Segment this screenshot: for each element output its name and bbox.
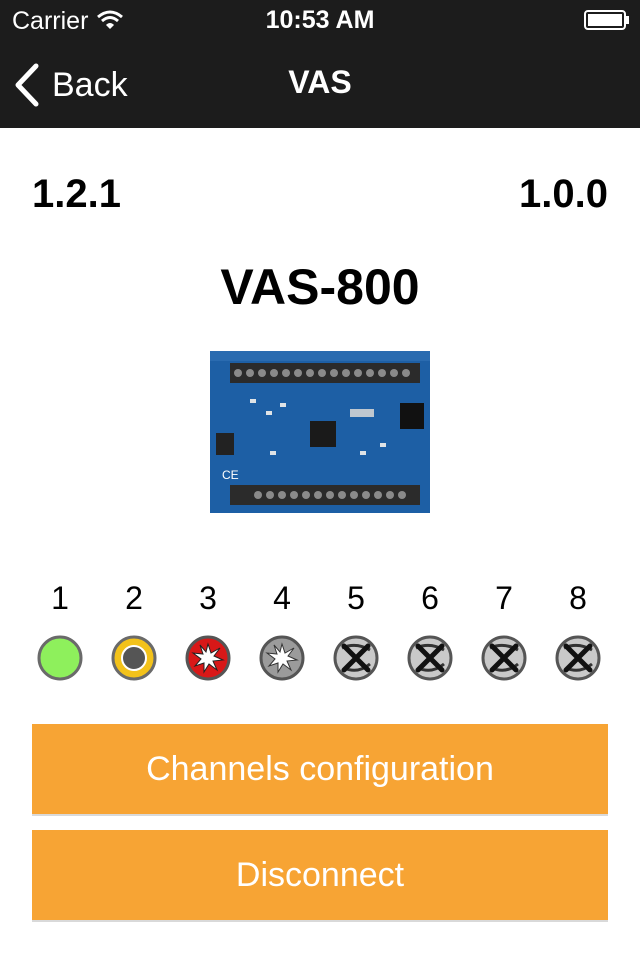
channel-1[interactable]: 1	[30, 578, 90, 682]
channel-number: 3	[199, 580, 217, 616]
device-board-image: CE	[210, 351, 430, 513]
channel-number: 8	[569, 580, 587, 616]
wifi-icon	[97, 10, 123, 29]
channel-number: 6	[421, 580, 439, 616]
channel-number: 5	[347, 580, 365, 616]
disconnect-button[interactable]: Disconnect	[32, 830, 608, 922]
channel-status-row: 1 2 3 4 5 6	[0, 578, 640, 688]
channel-6[interactable]: 6	[400, 578, 460, 682]
back-button[interactable]: Back	[14, 60, 128, 110]
channel-number: 2	[125, 580, 143, 616]
channel-7[interactable]: 7	[474, 578, 534, 682]
tamper-burst-icon	[259, 635, 305, 681]
status-warning-icon	[111, 635, 157, 681]
version-left: 1.2.1	[32, 172, 121, 216]
device-title: VAS-800	[220, 259, 420, 315]
status-ok-icon	[37, 635, 83, 681]
chevron-left-icon	[15, 63, 39, 107]
carrier-label: Carrier	[12, 7, 89, 35]
channel-8[interactable]: 8	[548, 578, 608, 682]
disabled-channel-icon	[333, 635, 379, 681]
version-right: 1.0.0	[519, 172, 608, 216]
channel-4[interactable]: 4	[252, 578, 312, 682]
channel-number: 4	[273, 580, 291, 616]
channel-2[interactable]: 2	[104, 578, 164, 682]
battery-icon	[584, 10, 629, 30]
disabled-channel-icon	[407, 635, 453, 681]
disabled-channel-icon	[481, 635, 527, 681]
svg-text:CE: CE	[222, 468, 239, 482]
channel-3[interactable]: 3	[178, 578, 238, 682]
navigation-bar: Back VAS	[0, 40, 640, 128]
clock: 10:53 AM	[265, 6, 375, 34]
channel-number: 7	[495, 580, 513, 616]
alarm-burst-icon	[185, 635, 231, 681]
back-label: Back	[52, 65, 128, 104]
status-bar: Carrier 10:53 AM	[0, 0, 640, 40]
channel-5[interactable]: 5	[326, 578, 386, 682]
disabled-channel-icon	[555, 635, 601, 681]
channel-number: 1	[51, 580, 69, 616]
channels-configuration-button[interactable]: Channels configuration	[32, 724, 608, 816]
